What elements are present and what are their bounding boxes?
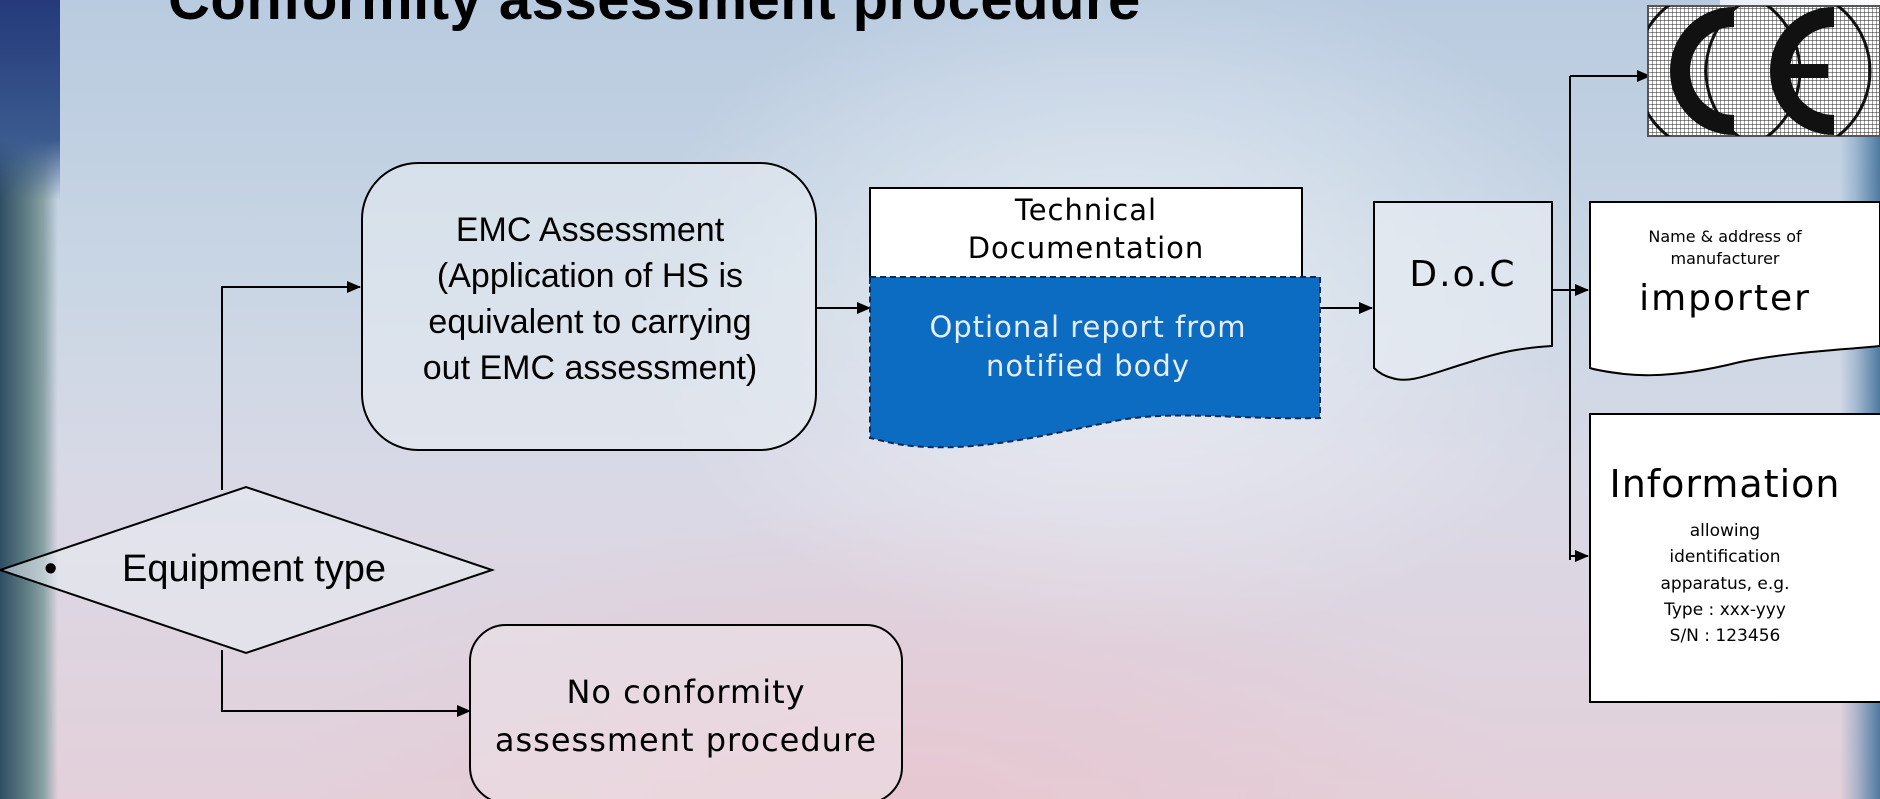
emc-assessment-box [361, 162, 817, 451]
ce-mark-icon [1647, 5, 1880, 137]
report-line-1: Optional report from [929, 310, 1247, 344]
tech-line-2: Documentation [967, 230, 1205, 265]
info-line-5: S/N : 123456 [1669, 626, 1781, 647]
info-line-1: allowing [1689, 521, 1761, 541]
optional-report-label: Optional report from notified body [872, 308, 1304, 386]
tech-line-1: Technical [1014, 193, 1158, 227]
no-conformity-label: No conformity assessment procedure [456, 668, 916, 764]
bullet-icon: • [44, 548, 58, 590]
technical-documentation-label: Technical Documentation [870, 192, 1302, 267]
emc-line-2: (Application of HS is [436, 256, 744, 295]
info-line-2: identification [1669, 547, 1781, 568]
information-label: Information [1609, 462, 1841, 506]
left-top-decoration [0, 0, 60, 200]
info-line-3: apparatus, e.g. [1660, 573, 1790, 594]
name-addr-line-1: Name & address of [1648, 227, 1802, 246]
report-line-2: notified body [985, 349, 1190, 384]
equipment-type-text: Equipment type [122, 548, 387, 590]
equipment-type-diamond [0, 485, 496, 655]
emc-line-1: EMC Assessment [455, 211, 725, 249]
optional-report-box [869, 276, 1321, 449]
information-box [1589, 413, 1880, 703]
doc-label: D.o.C [1409, 254, 1517, 295]
name-address-label: Name & address of manufacturer [1590, 226, 1860, 269]
page-title: Conformity assessment procedure [168, 0, 1141, 33]
no-conformity-box [469, 624, 903, 799]
arrow-equipment-to-no-conformity [221, 650, 471, 717]
importer-label: importer [1639, 278, 1811, 319]
emc-line-4: out EMC assessment) [422, 348, 758, 387]
emc-assessment-label: EMC Assessment (Application of HS is equ… [362, 208, 818, 392]
info-line-4: Type : xxx-yyy [1664, 600, 1786, 621]
noconf-line-2: assessment procedure [494, 721, 878, 759]
arrow-equipment-to-emc [221, 281, 361, 490]
equipment-type-label: • Equipment type [42, 548, 482, 591]
information-details: allowing identification apparatus, e.g. … [1590, 518, 1860, 650]
technical-documentation-box [869, 187, 1303, 284]
noconf-line-1: No conformity [566, 673, 806, 711]
name-address-box [1589, 201, 1880, 377]
emc-line-3: equivalent to carrying [428, 302, 752, 341]
name-addr-line-2: manufacturer [1670, 248, 1780, 268]
doc-box [1373, 201, 1553, 381]
